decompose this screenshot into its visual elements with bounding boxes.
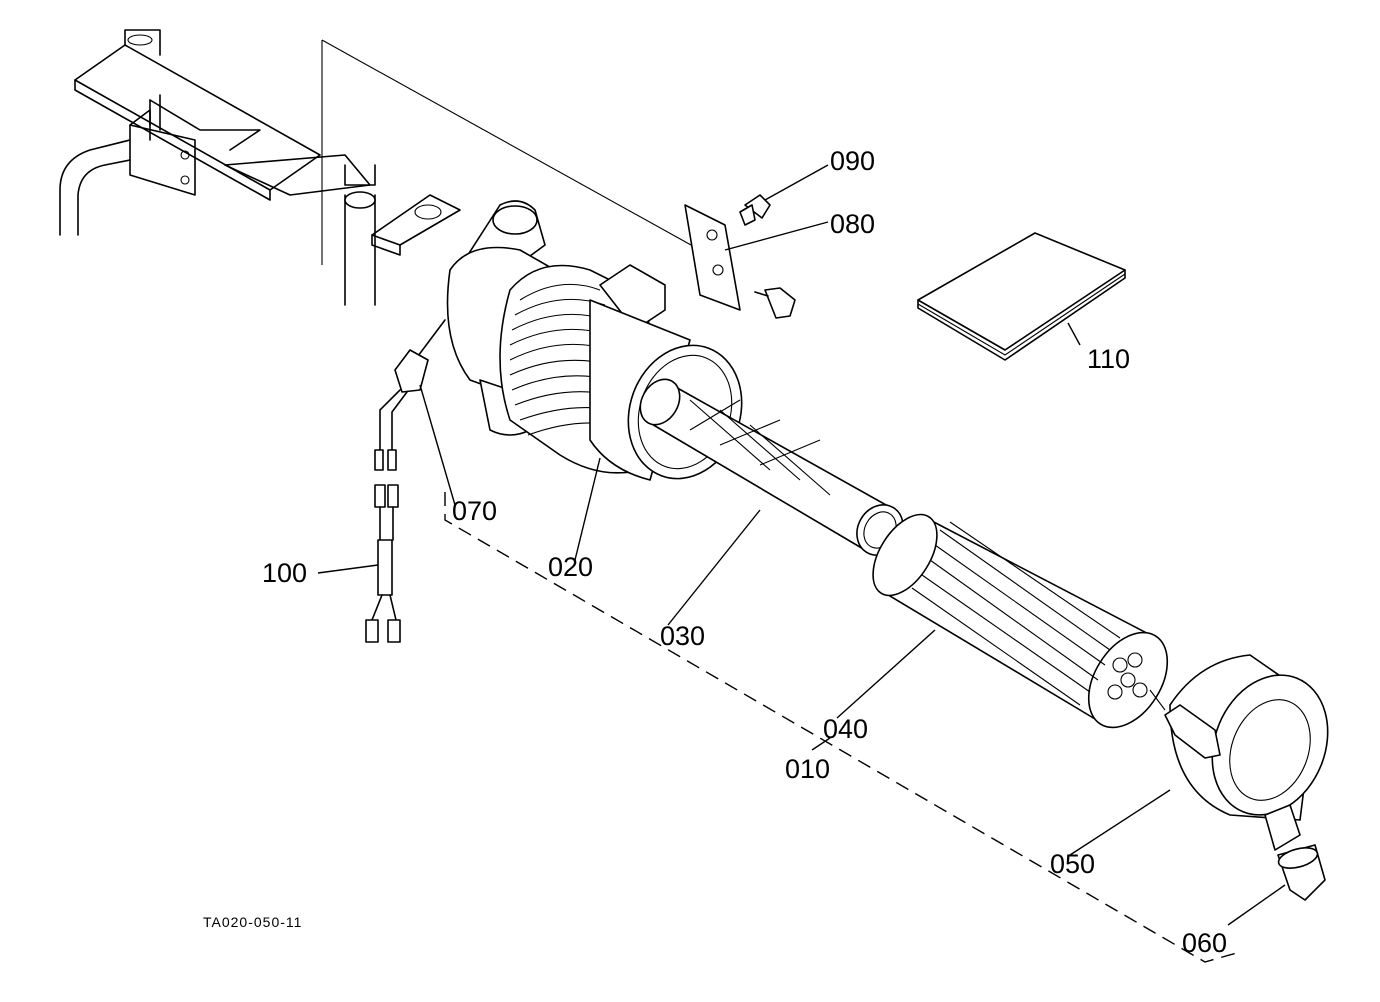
manual-booklet — [917, 232, 1126, 361]
label-part-070: 070 — [452, 496, 497, 526]
wire-harness — [365, 484, 401, 643]
label-part-020: 020 — [548, 552, 593, 582]
diagram-code: TA020-050-11 — [203, 914, 302, 930]
outer-element — [872, 513, 1169, 729]
label-part-030: 030 — [660, 621, 705, 651]
label-part-040: 040 — [823, 714, 868, 744]
label-part-080: 080 — [830, 209, 875, 239]
cover — [1149, 654, 1329, 821]
indicator-switch — [374, 319, 446, 471]
bracket-and-bolts — [684, 194, 796, 319]
label-part-050: 050 — [1050, 849, 1095, 879]
label-part-110: 110 — [1087, 344, 1130, 374]
leader-lines — [317, 164, 1286, 926]
evacuator-valve — [1264, 804, 1326, 901]
label-part-100: 100 — [262, 558, 307, 588]
mounting-frame — [59, 29, 701, 306]
label-part-060: 060 — [1182, 928, 1227, 958]
label-part-090: 090 — [830, 146, 875, 176]
label-part-010: 010 — [785, 754, 830, 784]
